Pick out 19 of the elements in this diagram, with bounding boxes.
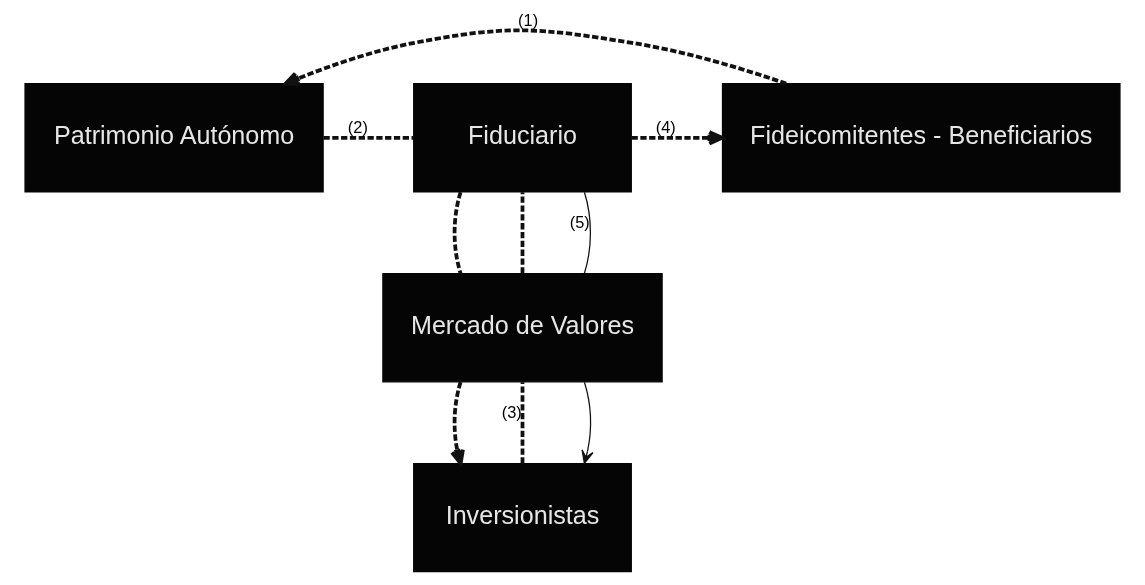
connector (583, 191, 592, 275)
edge-label: (4) (655, 118, 676, 137)
node-box: Patrimonio Autónomo (24, 83, 324, 193)
connector (520, 192, 525, 274)
edge-label: (3) (501, 403, 522, 422)
edge-label: (1) (518, 11, 539, 30)
connector (520, 382, 525, 464)
arrow (581, 381, 594, 464)
edge-label: (5) (569, 213, 590, 232)
connector (452, 191, 463, 274)
node-box: Fiduciario (413, 83, 632, 193)
node-box: Fideicomitentes - Beneficiarios (721, 83, 1121, 193)
arrow (631, 130, 724, 146)
edge-label: (2) (347, 118, 368, 137)
arrow (450, 381, 465, 466)
node-box: Inversionistas (413, 462, 632, 573)
node-box: Mercado de Valores (382, 273, 663, 383)
arrow (283, 28, 787, 86)
connector (323, 135, 414, 140)
